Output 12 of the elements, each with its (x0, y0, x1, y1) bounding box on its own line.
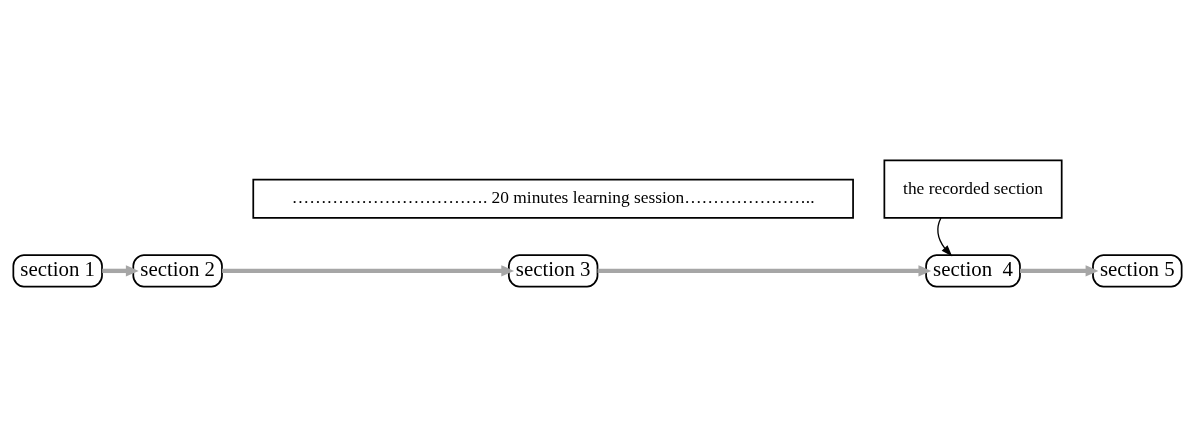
arrow (1020, 264, 1099, 276)
arrow (102, 264, 139, 276)
node-box: section 4 (925, 253, 1021, 287)
arrow (937, 216, 953, 256)
node-box: ……………………………. 20 minutes learning session………………….. (252, 178, 854, 219)
node-box: section 2 (132, 253, 223, 287)
node-box: section 1 (12, 253, 103, 287)
node-box: section 5 (1092, 253, 1183, 287)
arrow (597, 264, 932, 276)
node-box: the recorded section (883, 159, 1063, 219)
node-box: section 3 (507, 253, 599, 287)
arrow (222, 264, 515, 276)
